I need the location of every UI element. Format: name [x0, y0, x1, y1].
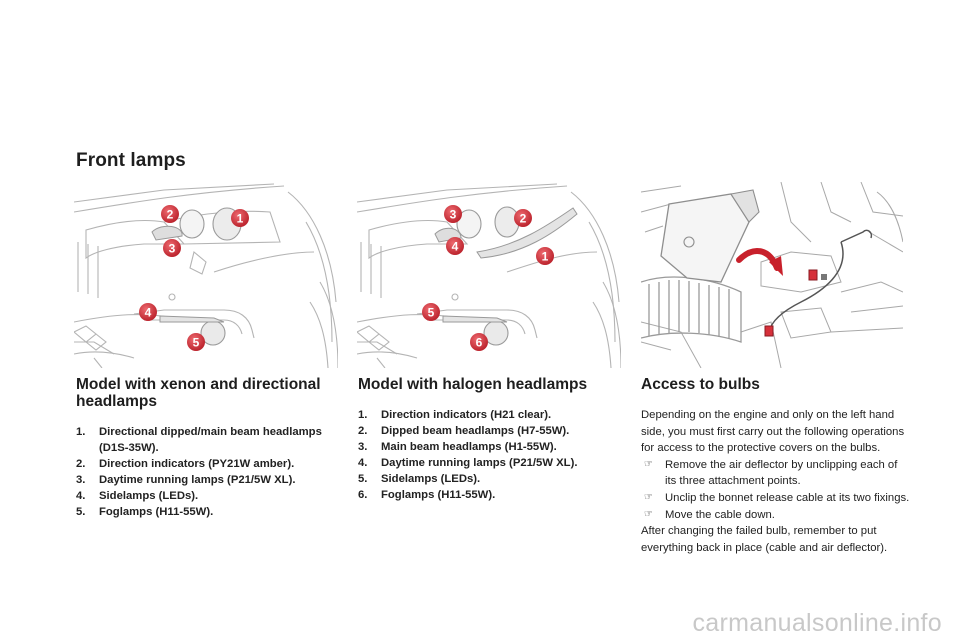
callout-label: 1 — [237, 212, 244, 226]
step-text: Remove the air deflector by unclipping e… — [665, 458, 898, 488]
halogen-headlamp-illustration: 1 2 3 4 5 6 — [357, 182, 621, 368]
callout-label: 6 — [476, 336, 483, 350]
access-intro: Depending on the engine and only on the … — [641, 409, 905, 455]
step-text: Unclip the bonnet release cable at its t… — [665, 491, 910, 504]
xenon-headlamp-drawing: 1 2 3 4 5 — [74, 183, 338, 368]
list-item: 4. Sidelamps (LEDs). — [76, 488, 346, 504]
list-item: ☞ Move the cable down. — [641, 507, 911, 524]
item-number: 4. — [358, 457, 368, 469]
callout-3: 3 — [444, 205, 462, 223]
callout-2: 2 — [161, 205, 179, 223]
item-number: 3. — [358, 441, 368, 453]
xenon-heading: Model with xenon and directional headlam… — [76, 376, 321, 410]
step-text: Move the cable down. — [665, 508, 775, 521]
callout-label: 2 — [167, 208, 174, 222]
xenon-bulb-list: 1. Directional dipped/main beam headlamps… — [76, 424, 346, 520]
watermark[interactable]: carmanualsonline.info — [692, 609, 942, 637]
callout-label: 4 — [452, 240, 459, 254]
air-deflector-drawing — [641, 182, 903, 368]
item-text: Sidelamps (LEDs). — [99, 490, 199, 502]
item-text: Daytime running lamps (P21/5W XL). — [99, 474, 296, 486]
item-number: 3. — [76, 474, 86, 486]
list-item: 3. Main beam headlamps (H1-55W). — [358, 439, 620, 455]
callout-label: 3 — [169, 242, 176, 256]
access-steps: ☞ Remove the air deflector by unclipping … — [641, 457, 911, 523]
halogen-heading: Model with halogen headlamps — [358, 376, 588, 393]
callout-4: 4 — [139, 303, 157, 321]
item-number: 2. — [76, 458, 86, 470]
item-number: 1. — [358, 409, 368, 421]
callout-label: 3 — [450, 208, 457, 222]
list-item: 1. Direction indicators (H21 clear). — [358, 407, 620, 423]
callout-6: 6 — [470, 333, 488, 351]
item-number: 5. — [76, 506, 86, 518]
page-title: Front lamps — [76, 150, 186, 171]
callout-1: 1 — [536, 247, 554, 265]
item-number: 2. — [358, 425, 368, 437]
item-text: Direction indicators (PY21W amber). — [99, 458, 295, 470]
list-item: 2. Dipped beam headlamps (H7-55W). — [358, 423, 620, 439]
callout-label: 5 — [193, 336, 200, 350]
item-text: Directional dipped/main beam headlamps (… — [99, 426, 322, 454]
item-number: 1. — [76, 426, 86, 438]
arrow-right-icon: ☞ — [644, 458, 653, 470]
callout-5: 5 — [422, 303, 440, 321]
callout-5: 5 — [187, 333, 205, 351]
callout-label: 5 — [428, 306, 435, 320]
callout-4: 4 — [446, 237, 464, 255]
engine-bay-illustration — [641, 182, 903, 368]
item-text: Main beam headlamps (H1-55W). — [381, 441, 557, 453]
list-item: ☞ Unclip the bonnet release cable at its … — [641, 490, 911, 507]
halogen-headlamp-drawing: 1 2 3 4 5 6 — [357, 183, 621, 368]
access-heading: Access to bulbs — [641, 376, 760, 393]
item-text: Daytime running lamps (P21/5W XL). — [381, 457, 578, 469]
access-section: Access to bulbs Depending on the engine … — [641, 376, 911, 556]
list-item: 6. Foglamps (H11-55W). — [358, 487, 620, 503]
item-text: Foglamps (H11-55W). — [381, 489, 496, 501]
halogen-section: Model with halogen headlamps 1. Direction… — [358, 376, 620, 503]
arrow-right-icon: ☞ — [644, 491, 653, 503]
item-text: Foglamps (H11-55W). — [99, 506, 214, 518]
callout-1: 1 — [231, 209, 249, 227]
list-item: 3. Daytime running lamps (P21/5W XL). — [76, 472, 346, 488]
list-item: 4. Daytime running lamps (P21/5W XL). — [358, 455, 620, 471]
item-text: Direction indicators (H21 clear). — [381, 409, 552, 421]
list-item: 1. Directional dipped/main beam headlamps… — [76, 424, 346, 456]
item-text: Sidelamps (LEDs). — [381, 473, 481, 485]
item-number: 6. — [358, 489, 368, 501]
callout-label: 1 — [542, 250, 549, 264]
arrow-right-icon: ☞ — [644, 508, 653, 520]
access-outro: After changing the failed bulb, remember… — [641, 525, 888, 554]
callout-3: 3 — [163, 239, 181, 257]
callout-label: 4 — [145, 306, 152, 320]
item-number: 5. — [358, 473, 368, 485]
callout-2: 2 — [514, 209, 532, 227]
list-item: 5. Foglamps (H11-55W). — [76, 504, 346, 520]
list-item: 2. Direction indicators (PY21W amber). — [76, 456, 346, 472]
xenon-section: Model with xenon and directional headlam… — [76, 376, 346, 520]
xenon-headlamp-illustration: 1 2 3 4 5 — [74, 182, 338, 368]
callout-label: 2 — [520, 212, 527, 226]
list-item: ☞ Remove the air deflector by unclipping … — [641, 457, 911, 490]
list-item: 5. Sidelamps (LEDs). — [358, 471, 620, 487]
item-number: 4. — [76, 490, 86, 502]
halogen-bulb-list: 1. Direction indicators (H21 clear). 2. Di… — [358, 407, 620, 503]
item-text: Dipped beam headlamps (H7-55W). — [381, 425, 570, 437]
